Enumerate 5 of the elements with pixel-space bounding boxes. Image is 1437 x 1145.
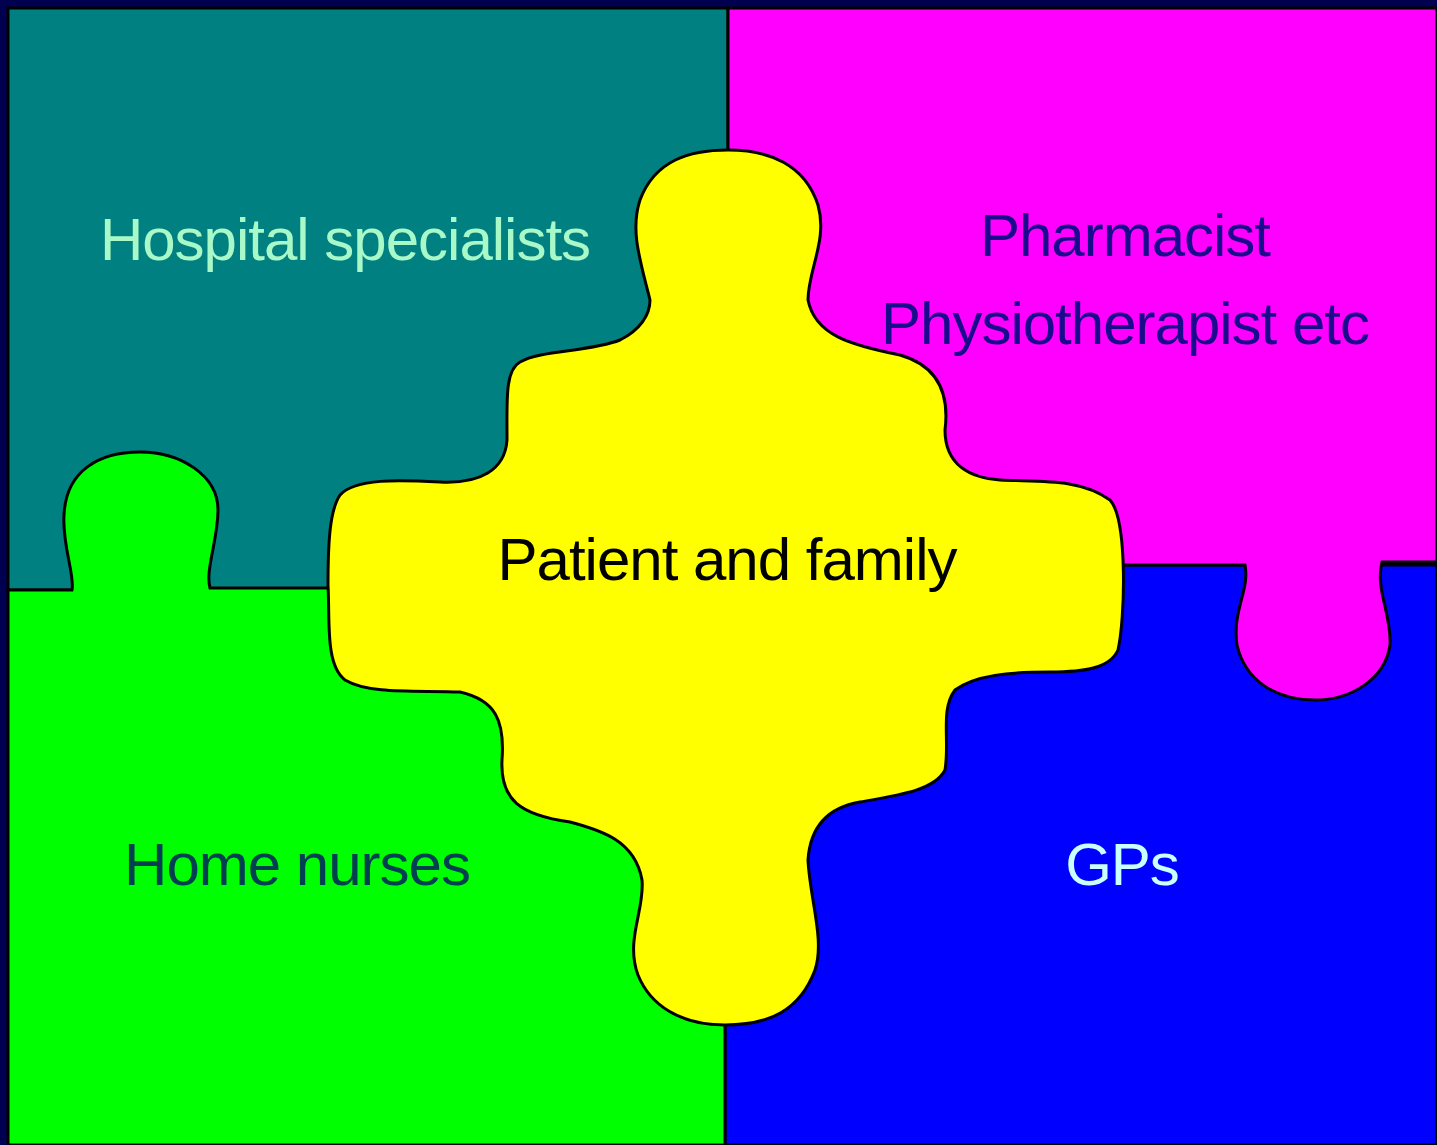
piece-label: Pharmacist Physiotherapist etc bbox=[880, 201, 1370, 359]
piece-label: GPs bbox=[1064, 830, 1180, 900]
piece-label: Home nurses bbox=[123, 830, 471, 900]
piece-label: Hospital specialists bbox=[98, 205, 592, 275]
piece-label: Patient and family bbox=[496, 525, 958, 595]
